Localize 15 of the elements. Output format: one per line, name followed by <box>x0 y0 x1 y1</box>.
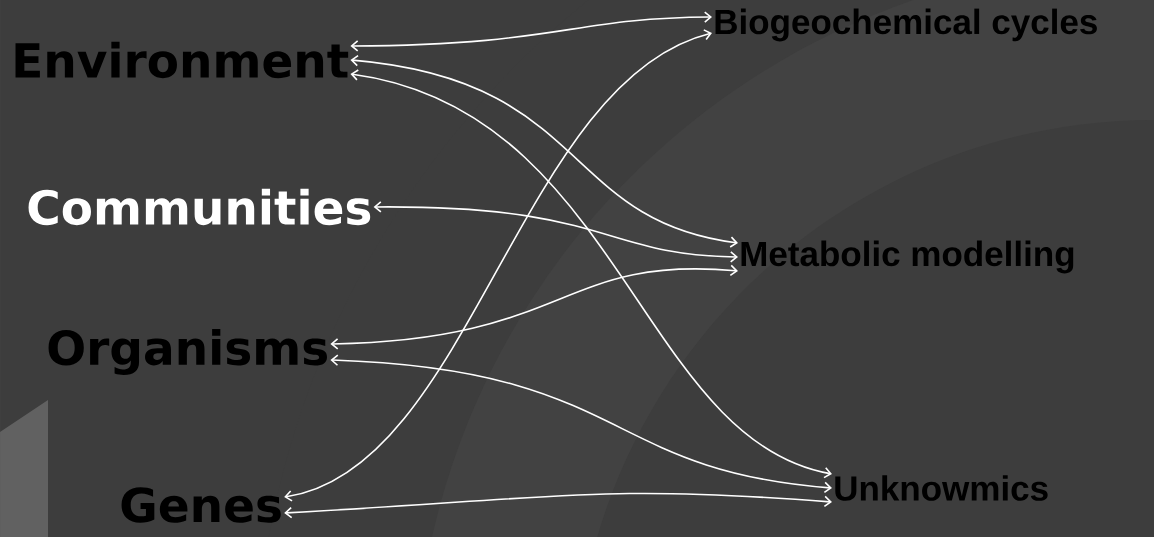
arrow <box>350 54 738 248</box>
node-label: Genes <box>121 487 281 523</box>
arrow <box>350 69 832 479</box>
node-label: Communities <box>28 188 371 226</box>
arrow <box>373 201 738 263</box>
arrow <box>284 29 712 502</box>
arrow <box>330 264 738 350</box>
arrow <box>330 354 832 494</box>
arrow <box>350 11 712 52</box>
node-label: Environment <box>15 41 349 79</box>
node-label: Biogeochemical cycles <box>715 8 1097 42</box>
arrow <box>284 492 832 519</box>
node-label: Metabolic modelling <box>741 240 1074 274</box>
node-label: Unknowmics <box>835 475 1048 501</box>
node-label: Organisms <box>48 329 327 375</box>
